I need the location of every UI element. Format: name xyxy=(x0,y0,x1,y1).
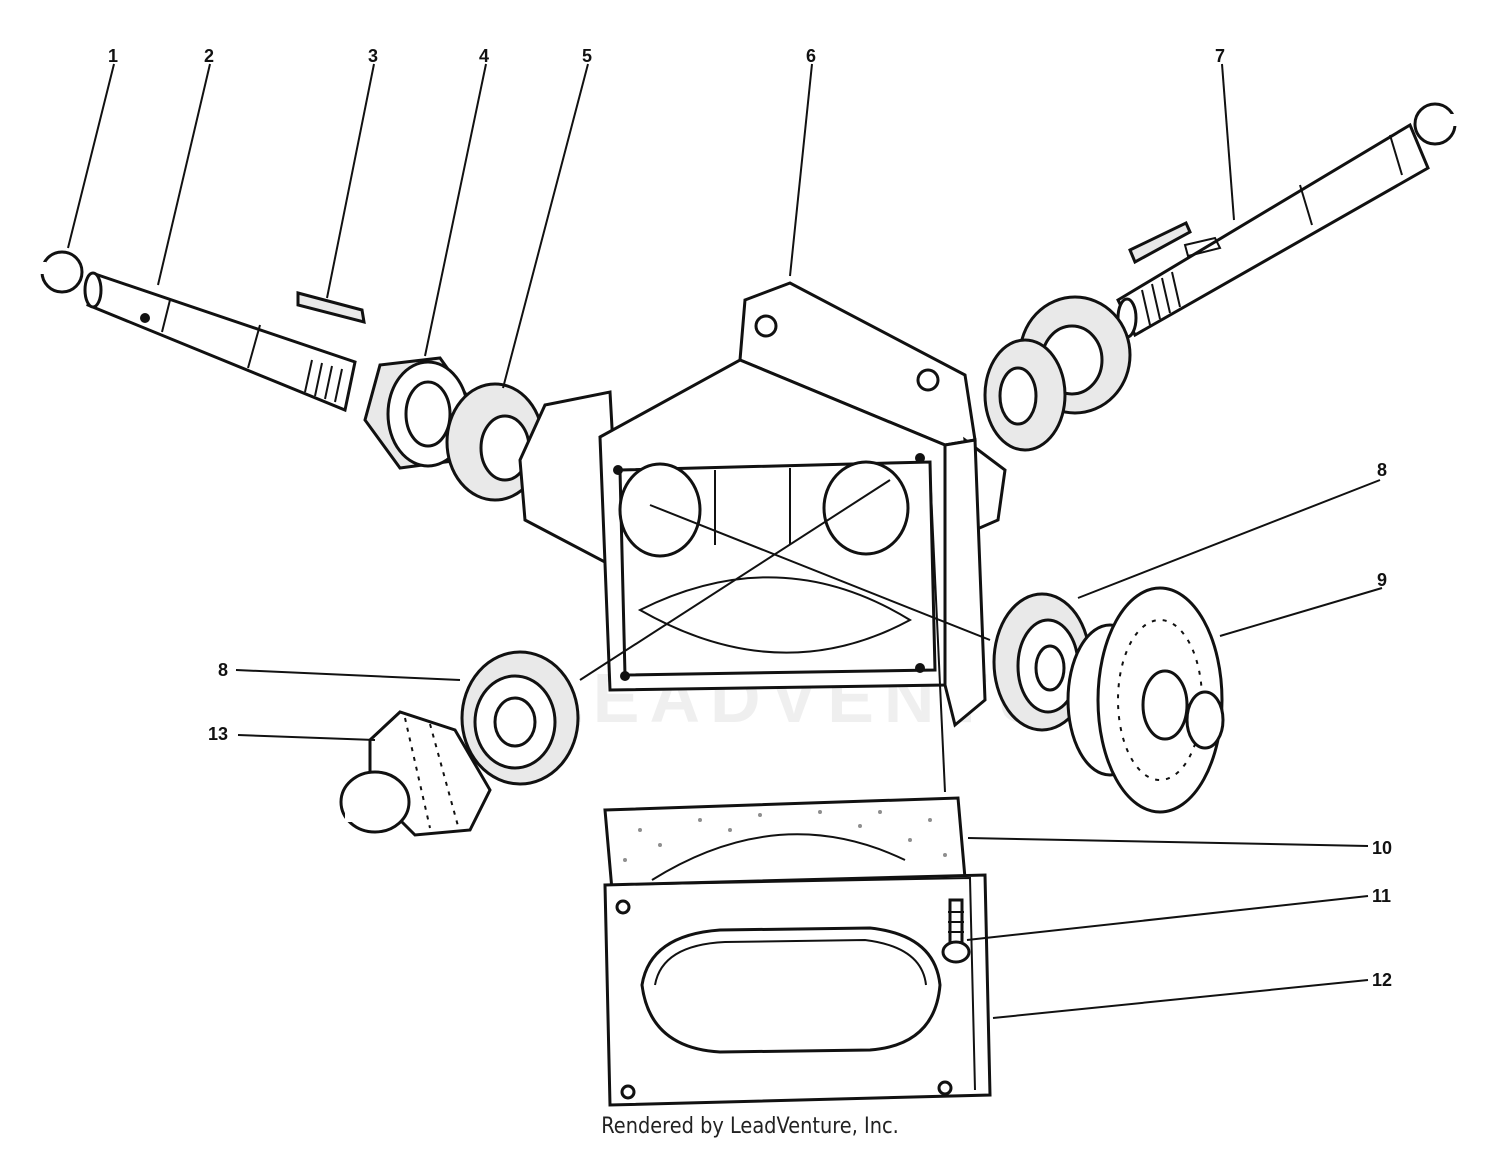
part-9-bevel-gear xyxy=(1066,586,1225,814)
part-3-key xyxy=(296,291,366,325)
callout-3: 3 xyxy=(368,46,378,66)
snap-ring-right xyxy=(1413,102,1460,146)
callout-8-left: 8 xyxy=(218,660,228,680)
part-5-seal xyxy=(445,382,545,502)
part-13-pinion-gear xyxy=(339,710,492,837)
callout-13: 13 xyxy=(208,724,228,744)
callout-11: 11 xyxy=(1372,886,1391,906)
callout-labels: 1 2 3 4 5 6 7 8 9 8 13 10 11 12 xyxy=(108,46,1392,990)
part-11-screw xyxy=(941,898,971,964)
leader-lines xyxy=(67,63,1383,1019)
part-1-snap-ring xyxy=(36,250,84,294)
callout-6: 6 xyxy=(806,46,816,66)
part-8-bearing-right xyxy=(992,592,1092,732)
callout-7: 7 xyxy=(1215,46,1225,66)
key-right xyxy=(1128,220,1192,265)
callout-9: 9 xyxy=(1377,570,1387,590)
footer-credit: Rendered by LeadVenture, Inc. xyxy=(601,1114,899,1139)
callout-5: 5 xyxy=(582,46,592,66)
callout-12: 12 xyxy=(1372,970,1392,990)
seal-right xyxy=(983,338,1067,452)
part-8-bearing-left xyxy=(460,650,580,786)
callout-10: 10 xyxy=(1372,838,1392,858)
shaft-threads-right xyxy=(1141,271,1181,326)
part-2-input-shaft xyxy=(83,271,357,413)
callout-2: 2 xyxy=(204,46,214,66)
part-6-gear-housing xyxy=(518,281,1007,728)
part-12-cover-plate xyxy=(603,873,992,1107)
callout-8-right: 8 xyxy=(1377,460,1387,480)
part-7-output-shaft xyxy=(1116,102,1460,339)
callout-4: 4 xyxy=(479,46,489,66)
shaft-threads-left xyxy=(304,359,343,403)
callout-1: 1 xyxy=(108,46,118,66)
